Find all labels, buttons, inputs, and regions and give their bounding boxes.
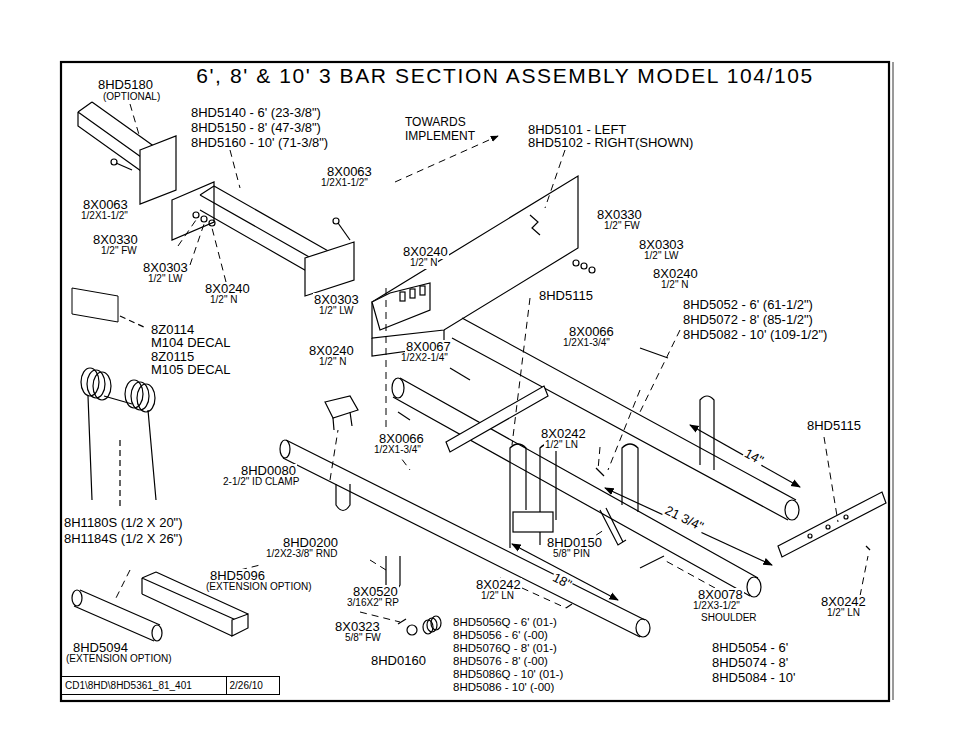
part-label: 18" bbox=[550, 570, 575, 592]
part-label: 1/2" LW bbox=[643, 251, 680, 262]
part-label: 1/2" FW bbox=[603, 221, 641, 232]
part-label: 8X0063 bbox=[326, 165, 373, 179]
part-label: 1/2" LN bbox=[544, 440, 579, 451]
part-label: SHOULDER bbox=[700, 613, 758, 624]
part-label: 3/16X2" RP bbox=[346, 598, 400, 609]
part-label: 8H1180S (1/2 X 20") bbox=[63, 516, 184, 530]
part-label: 1/2" N bbox=[209, 295, 238, 306]
part-label: 8X0520 bbox=[352, 585, 399, 599]
part-label: 8HD0200 bbox=[282, 536, 339, 550]
part-label: 8X0242 bbox=[820, 595, 867, 609]
part-label: 8X0330 bbox=[92, 233, 139, 247]
part-label: 5/8" FW bbox=[344, 633, 382, 644]
part-label: 8HD5096 bbox=[209, 569, 266, 583]
part-label: 8X0242 bbox=[540, 427, 587, 441]
part-label: 8X0240 bbox=[204, 282, 251, 296]
part-label: 8HD0080 bbox=[240, 464, 297, 478]
part-label: 1/2" LW bbox=[318, 306, 355, 317]
part-label: 1/2X1-1/2" bbox=[320, 178, 369, 189]
part-label: 8HD5076Q - 8' (01-) bbox=[452, 642, 558, 654]
part-label: 8X0240 bbox=[652, 267, 699, 281]
part-label: 1/2X3-1/2" bbox=[692, 601, 741, 612]
part-label: 1/2" N bbox=[660, 280, 689, 291]
part-label: IMPLEMENT bbox=[404, 130, 476, 143]
title-block-text: CD1\8HD\8HD5361_81_401 bbox=[65, 680, 192, 691]
title-block-cell: 2/26/10 bbox=[226, 676, 280, 695]
part-label: M104 DECAL bbox=[150, 336, 231, 350]
part-label: 8X0303 bbox=[638, 238, 685, 252]
part-label: 8X0303 bbox=[313, 293, 360, 307]
part-label: 8X0063 bbox=[82, 198, 129, 212]
title-block-text: 2/26/10 bbox=[230, 680, 263, 691]
part-label: 8X0240 bbox=[308, 344, 355, 358]
part-label: 8HD5082 - 10' (109-1/2") bbox=[682, 328, 828, 342]
part-label: 1/2" LW bbox=[147, 274, 184, 285]
part-label: 8HD5056 - 6' (-00) bbox=[452, 629, 549, 641]
part-label: 1/2" LN bbox=[826, 608, 861, 619]
part-label: 8HD5052 - 6' (61-1/2") bbox=[682, 298, 814, 312]
part-label: 1/2" FW bbox=[100, 246, 138, 257]
part-label: 8HD5140 - 6' (23-3/8") bbox=[190, 106, 322, 120]
part-label: 8X0066 bbox=[568, 325, 615, 339]
part-label: 8HD5115 bbox=[538, 289, 594, 303]
part-label: 8HD5086 - 10' (-00) bbox=[452, 681, 555, 693]
part-label: 1/2" LN bbox=[480, 591, 515, 602]
part-label: 8HD5084 - 10' bbox=[711, 671, 796, 685]
part-label: 8X0240 bbox=[402, 245, 449, 259]
part-label: 8X0242 bbox=[475, 578, 522, 592]
part-label: 1/2" N bbox=[318, 357, 347, 368]
part-label: 1/2X1-3/4" bbox=[562, 338, 611, 349]
diagram-title: 6', 8' & 10' 3 BAR SECTION ASSEMBLY MODE… bbox=[105, 64, 905, 88]
part-label: 8Z0115 bbox=[150, 350, 195, 364]
part-label: 8X0078 bbox=[697, 588, 744, 602]
part-label: 8HD5102 - RIGHT(SHOWN) bbox=[527, 136, 694, 150]
part-label: 8HD5056Q - 6' (01-) bbox=[452, 616, 558, 628]
part-label: 8X0303 bbox=[142, 261, 189, 275]
part-label: 8HD5160 - 10' (71-3/8") bbox=[190, 136, 329, 150]
part-label: 8HD0160 bbox=[370, 654, 427, 668]
part-label: 8HD5101 - LEFT bbox=[527, 123, 627, 137]
part-label: 1/2" N bbox=[409, 258, 438, 269]
part-label: 8X0066 bbox=[378, 432, 425, 446]
part-label: TOWARDS bbox=[404, 116, 467, 129]
part-label: 8X0330 bbox=[596, 208, 643, 222]
part-label: 8X0067 bbox=[405, 340, 452, 354]
part-label: 1/2X2-3/8" RND bbox=[265, 549, 338, 560]
part-label: 8HD0150 bbox=[546, 536, 603, 550]
part-label: 21 3/4" bbox=[662, 503, 706, 534]
part-label: 1/2X1-3/4" bbox=[373, 445, 422, 456]
part-label: 8H1184S (1/2 X 26") bbox=[63, 532, 184, 546]
drawing bbox=[61, 62, 893, 701]
part-label: 8HD5072 - 8' (85-1/2") bbox=[682, 313, 814, 327]
part-label: 5/8" PIN bbox=[552, 549, 591, 560]
part-label: 14" bbox=[741, 446, 766, 468]
part-label: 8HD5180 bbox=[97, 78, 154, 92]
part-label: 8Z0114 bbox=[150, 323, 195, 337]
part-label: 8HD5074 - 8' bbox=[711, 656, 789, 670]
part-label: 1/2X2-1/4" bbox=[400, 353, 449, 364]
part-label: 8HD5094 bbox=[72, 641, 129, 655]
part-label: 8X0323 bbox=[334, 620, 381, 634]
part-label: (EXTENSION OPTION) bbox=[205, 582, 313, 593]
part-label: M105 DECAL bbox=[150, 363, 231, 377]
part-label: 8HD5076 - 8' (-00) bbox=[452, 655, 549, 667]
part-label: 2-1/2" ID CLAMP bbox=[222, 477, 300, 488]
part-label: 8HD5150 - 8' (47-3/8") bbox=[190, 121, 322, 135]
part-label: 8HD5086Q - 10' (01-) bbox=[452, 668, 564, 680]
title-block-cell: CD1\8HD\8HD5361_81_401 bbox=[61, 676, 227, 695]
part-label: (OPTIONAL) bbox=[102, 92, 161, 103]
part-label: (EXTENSION OPTION) bbox=[65, 654, 173, 665]
part-label: 8HD5115 bbox=[806, 419, 862, 433]
part-label: 8HD5054 - 6' bbox=[711, 641, 789, 655]
part-label: 1/2X1-1/2" bbox=[80, 211, 129, 222]
